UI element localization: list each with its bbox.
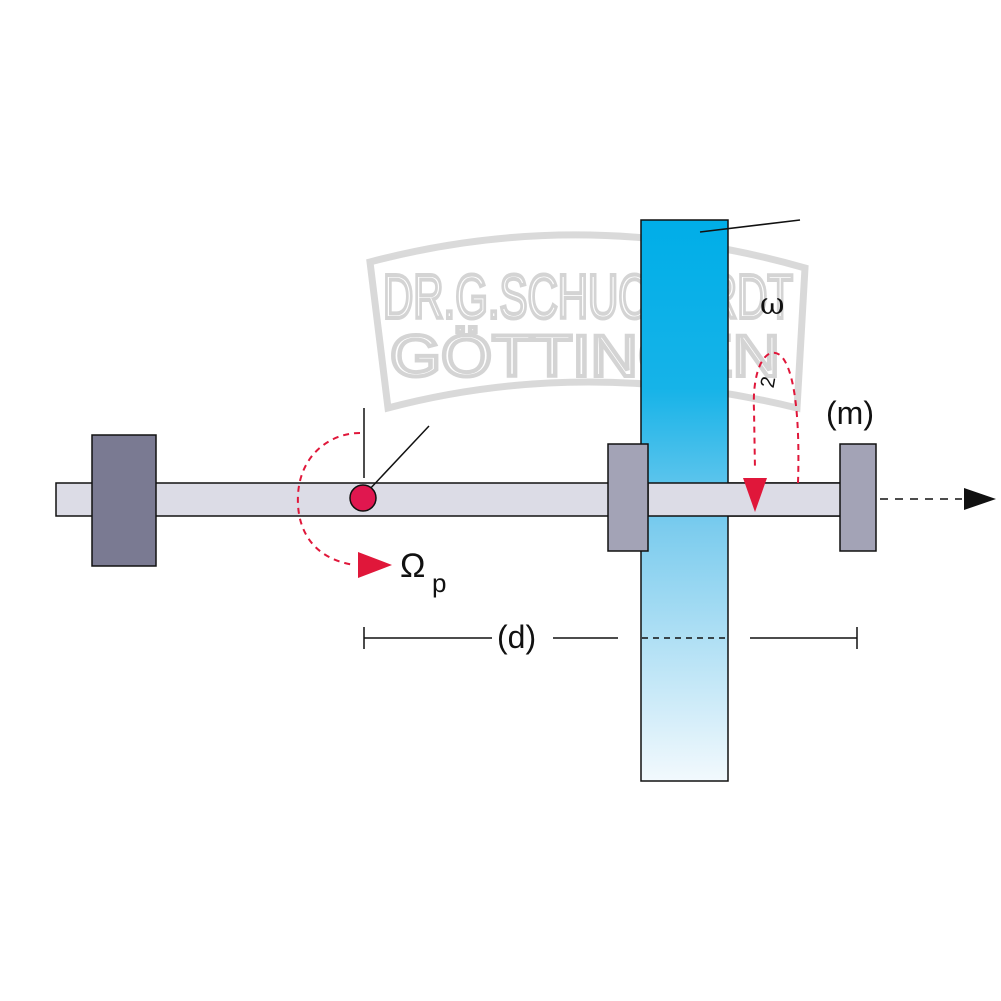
precession-label: Ω <box>400 547 425 585</box>
counterweight-large <box>91 434 157 567</box>
pivot-leader-line <box>367 425 430 492</box>
distance-dimension <box>363 627 858 649</box>
mass-weight <box>839 443 877 552</box>
mass-label: (m) <box>826 395 874 431</box>
pivot-point <box>349 484 377 512</box>
axle-rod-front <box>647 482 842 517</box>
omega-rotation-arrow-icon <box>743 352 800 512</box>
axis-arrow-icon <box>880 488 996 510</box>
omega-label: ω <box>760 287 784 322</box>
precession-subscript: p <box>432 568 446 598</box>
omega-subscript: 2 <box>757 375 781 390</box>
disc-clamp <box>607 443 649 552</box>
disc-leader-line <box>699 219 801 233</box>
distance-label: (d) <box>497 619 536 655</box>
precession-arrow-icon <box>296 432 392 578</box>
watermark-line1: DR.G.SCHUCHARDT <box>383 263 793 332</box>
watermark-stamp: DR.G.SCHUCHARDT GÖTTINGEN <box>366 231 809 413</box>
